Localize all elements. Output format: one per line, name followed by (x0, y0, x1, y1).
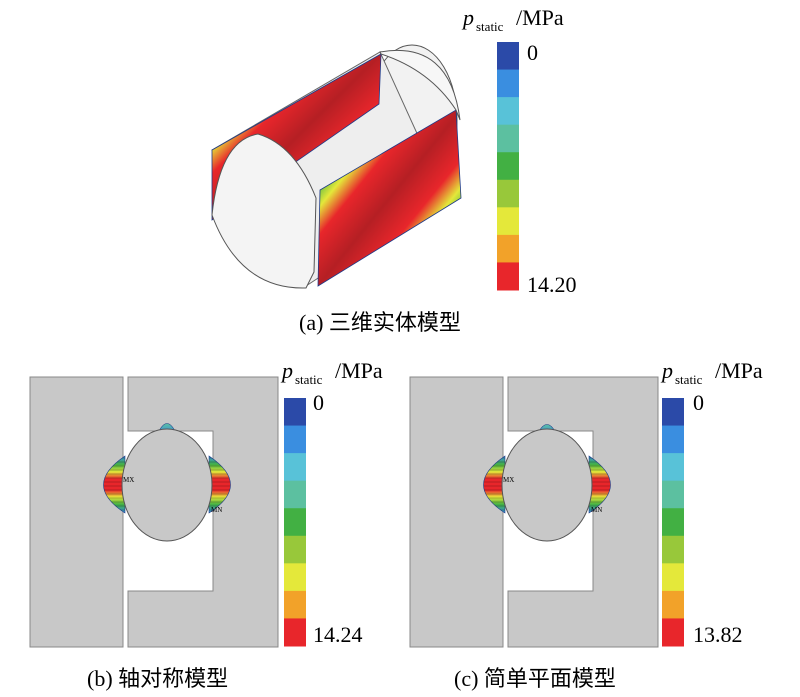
legend-swatch (662, 535, 684, 564)
legend-c-min: 0 (693, 390, 704, 415)
legend-b-min: 0 (313, 390, 324, 415)
legend-swatch (497, 124, 519, 153)
legend-swatch (497, 262, 519, 291)
mark-mn-b: MN (211, 506, 222, 514)
caption-c: (c) 简单平面模型 (454, 666, 616, 691)
block-left-b (29, 376, 124, 648)
legend-swatch (497, 234, 519, 263)
legend-swatch (284, 590, 306, 619)
pressure-band-lower (317, 109, 462, 287)
legend-c-title-sub: static (675, 372, 703, 387)
central-disk-b (121, 428, 213, 542)
mark-mx-b: MX (123, 476, 134, 484)
legend-swatch (284, 398, 306, 427)
caption-b: (b) 轴对称模型 (87, 666, 228, 691)
lobe-right-hatch-c (589, 456, 611, 513)
legend-b-title-main: p (280, 358, 293, 383)
legend-swatch (284, 480, 306, 509)
legend-swatch (284, 618, 306, 647)
legend-c-title-main: p (660, 358, 673, 383)
mark-mx-c: MX (503, 476, 514, 484)
legend-swatch (284, 535, 306, 564)
block-left-c (409, 376, 504, 648)
legend-a-title-unit: /MPa (516, 5, 564, 30)
legend-swatch (497, 207, 519, 236)
central-disk-c (501, 428, 593, 542)
legend-swatch (284, 508, 306, 537)
legend-swatch (662, 453, 684, 482)
lobe-left-hatch-c (483, 456, 505, 513)
cylinder-front-cap (211, 133, 317, 289)
legend-swatch (497, 42, 519, 71)
legend-swatch (284, 453, 306, 482)
panel-b: MX MN p static /MPa 0 14.24 (b) 轴对称模型 (29, 358, 383, 691)
legend-a (497, 42, 519, 291)
legend-a-title-main: p (461, 5, 474, 30)
panel-c: MX MN p static /MPa 0 13.82 (c) 简单平面模型 (409, 358, 763, 691)
legend-swatch (662, 508, 684, 537)
legend-swatch (662, 590, 684, 619)
legend-swatch (497, 152, 519, 181)
legend-b-title-unit: /MPa (335, 358, 383, 383)
legend-b-max: 14.24 (313, 622, 363, 647)
legend-swatch (284, 425, 306, 454)
legend-swatch (497, 69, 519, 98)
legend-swatch (662, 480, 684, 509)
legend-a-min: 0 (527, 40, 538, 65)
legend-b (284, 398, 306, 647)
lobe-left-hatch-b (103, 456, 125, 513)
legend-c-max: 13.82 (693, 622, 743, 647)
legend-c (662, 398, 684, 647)
cylinder-right-face (379, 50, 461, 121)
legend-a-max: 14.20 (527, 272, 577, 297)
legend-swatch (497, 97, 519, 126)
legend-swatch (284, 563, 306, 592)
panel-a: p static /MPa 0 14.20 (a) 三维实体模型 (211, 5, 577, 335)
legend-swatch (662, 398, 684, 427)
legend-swatch (662, 563, 684, 592)
legend-swatch (497, 179, 519, 208)
mark-mn-c: MN (591, 506, 602, 514)
caption-a: (a) 三维实体模型 (299, 310, 461, 335)
legend-swatch (662, 618, 684, 647)
lobe-right-hatch-b (209, 456, 231, 513)
legend-c-title-unit: /MPa (715, 358, 763, 383)
legend-a-title-sub: static (476, 19, 504, 34)
legend-b-title-sub: static (295, 372, 323, 387)
legend-swatch (662, 425, 684, 454)
